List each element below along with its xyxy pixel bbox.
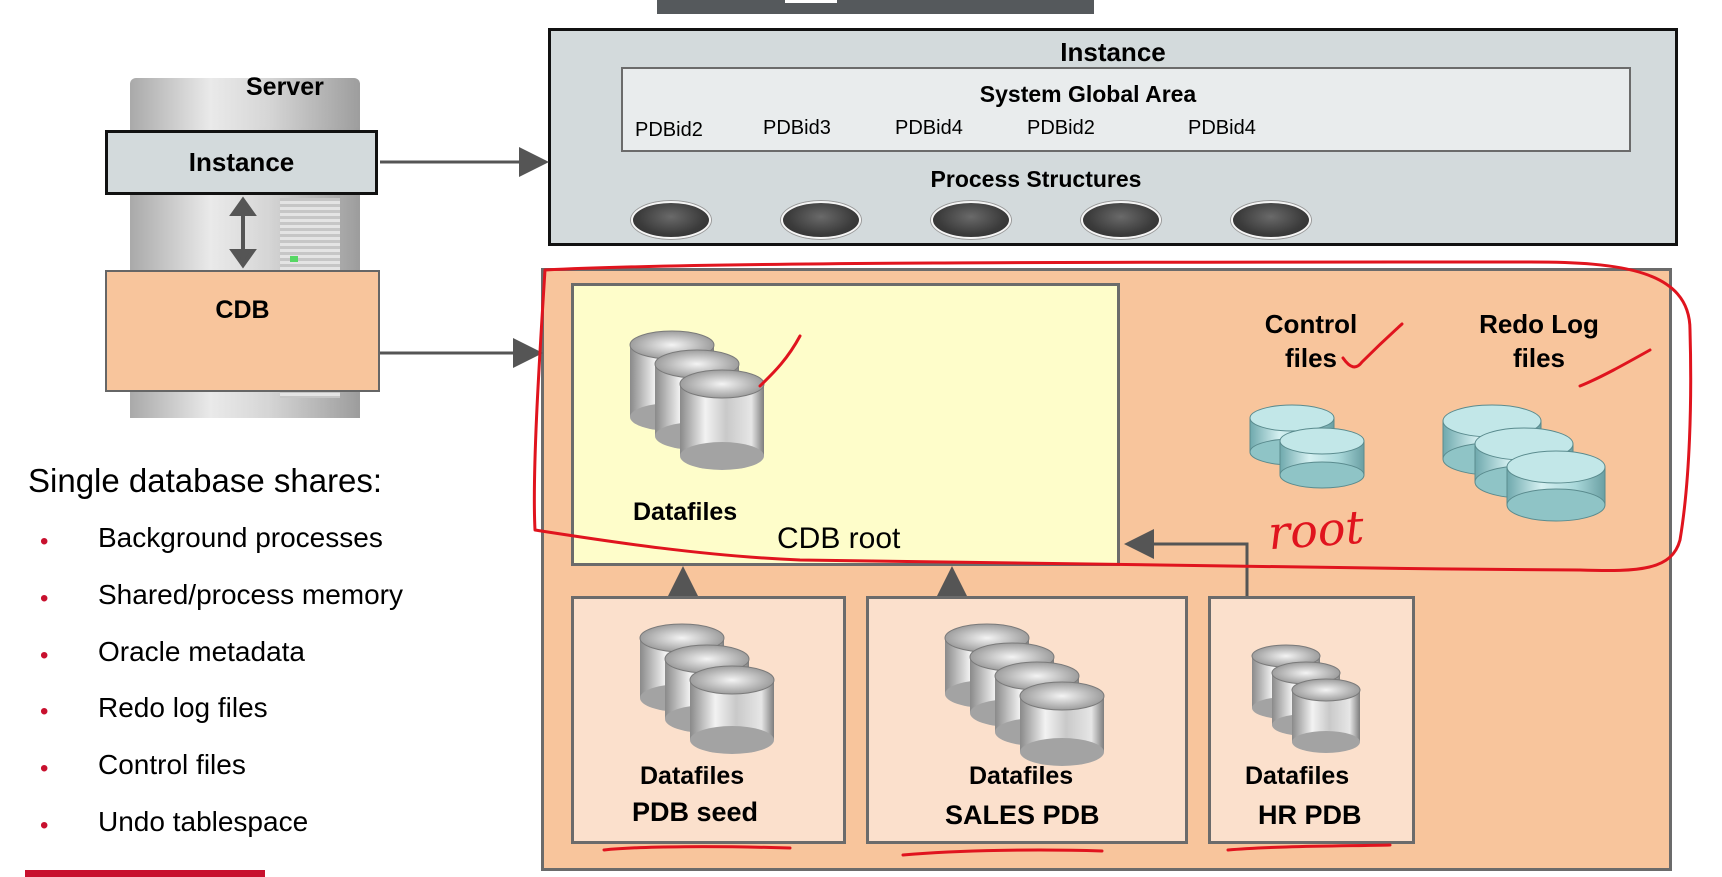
bullet-dot: •: [40, 755, 49, 782]
sga-box: System Global Area PDBid2 PDBid3 PDBid4 …: [621, 67, 1631, 152]
shares-item-text: Shared/process memory: [98, 579, 404, 610]
shares-item-text: Control files: [98, 749, 246, 780]
bullet-dot: •: [40, 698, 49, 725]
control-files-label-line1: Control: [1264, 309, 1358, 339]
cdb-root-datafiles-label: Datafiles: [633, 498, 738, 526]
datafiles-checkmark: [758, 334, 802, 388]
instance-title: Instance: [1060, 37, 1166, 67]
sales-pdb-name: SALES PDB: [945, 800, 1100, 830]
process-oval: [1081, 201, 1161, 239]
control-files-cylinders: [1249, 404, 1365, 489]
control-files-checkmark: [1341, 322, 1404, 369]
process-structures-title: Process Structures: [930, 166, 1142, 192]
process-oval: [631, 201, 711, 239]
control-files-label-line2: files: [1284, 343, 1338, 373]
sga-pdbid: PDBid2: [635, 119, 703, 141]
redo-log-files-label: Redo Log files: [1462, 307, 1616, 375]
bullet-dot: •: [40, 528, 49, 555]
sales-pdb-datafiles-cylinders: [944, 623, 1105, 766]
process-oval: [781, 201, 861, 239]
sga-pdbid: PDBid4: [1188, 117, 1256, 139]
redo-log-files-label-line2: files: [1512, 343, 1566, 373]
pdb-seed-underline: [602, 845, 792, 852]
sga-title: System Global Area: [979, 81, 1197, 107]
pdb-seed-datafiles-cylinders: [639, 623, 775, 754]
shares-title: Single database shares:: [28, 462, 383, 499]
shares-item-text: Background processes: [98, 522, 383, 553]
process-oval: [1231, 201, 1311, 239]
sga-pdbid: PDBid2: [1027, 117, 1095, 139]
pdb-to-root-arrows: [668, 529, 1249, 596]
shares-item-text: Redo log files: [98, 692, 268, 723]
server-led: [290, 256, 298, 262]
hr-pdb-datafiles-cylinders: [1251, 644, 1361, 753]
root-region-outline: [532, 260, 1693, 573]
hr-pdb-datafiles-label: Datafiles: [1245, 762, 1350, 790]
redo-log-files-cylinders: [1442, 404, 1606, 522]
cdb-root-datafiles-cylinders: [629, 330, 765, 470]
cdb-small-box: CDB: [105, 270, 380, 392]
shares-item-text: Undo tablespace: [98, 806, 309, 837]
instance-small-label: Instance: [188, 147, 295, 177]
hr-pdb-name: HR PDB: [1258, 800, 1362, 830]
control-files-label: Control files: [1246, 307, 1376, 375]
root-handwritten-note: root: [1266, 500, 1366, 561]
process-oval: [931, 201, 1011, 239]
sga-pdbid: PDBid3: [763, 117, 831, 139]
shares-item-text: Oracle metadata: [98, 636, 305, 667]
sga-pdbid: PDBid4: [895, 117, 963, 139]
cdb-small-label: CDB: [215, 296, 270, 324]
sales-pdb-underline: [901, 848, 1104, 857]
server-label: Server: [246, 73, 324, 101]
top-toolbar-bar: [657, 0, 1094, 14]
instance-small-box: Instance: [105, 130, 378, 195]
pdb-seed-name: PDB seed: [632, 797, 759, 827]
hr-pdb-underline: [1226, 843, 1392, 852]
bullet-dot: •: [40, 812, 49, 839]
instance-big-box: Instance System Global Area PDBid2 PDBid…: [548, 28, 1678, 246]
footer-red-bar: [25, 870, 265, 877]
red-annotations: [532, 260, 1693, 857]
bullet-dot: •: [40, 585, 49, 612]
pdb-seed-datafiles-label: Datafiles: [640, 762, 745, 790]
bullet-dot: •: [40, 642, 49, 669]
sales-pdb-datafiles-label: Datafiles: [969, 762, 1074, 790]
redo-log-files-label-line1: Redo Log: [1479, 309, 1599, 339]
redo-log-files-checkmark: [1578, 348, 1652, 388]
instance-cdb-double-arrow: [229, 196, 257, 269]
cdb-root-label: CDB root: [777, 522, 901, 555]
toolbar-tab-marker: [785, 0, 837, 3]
